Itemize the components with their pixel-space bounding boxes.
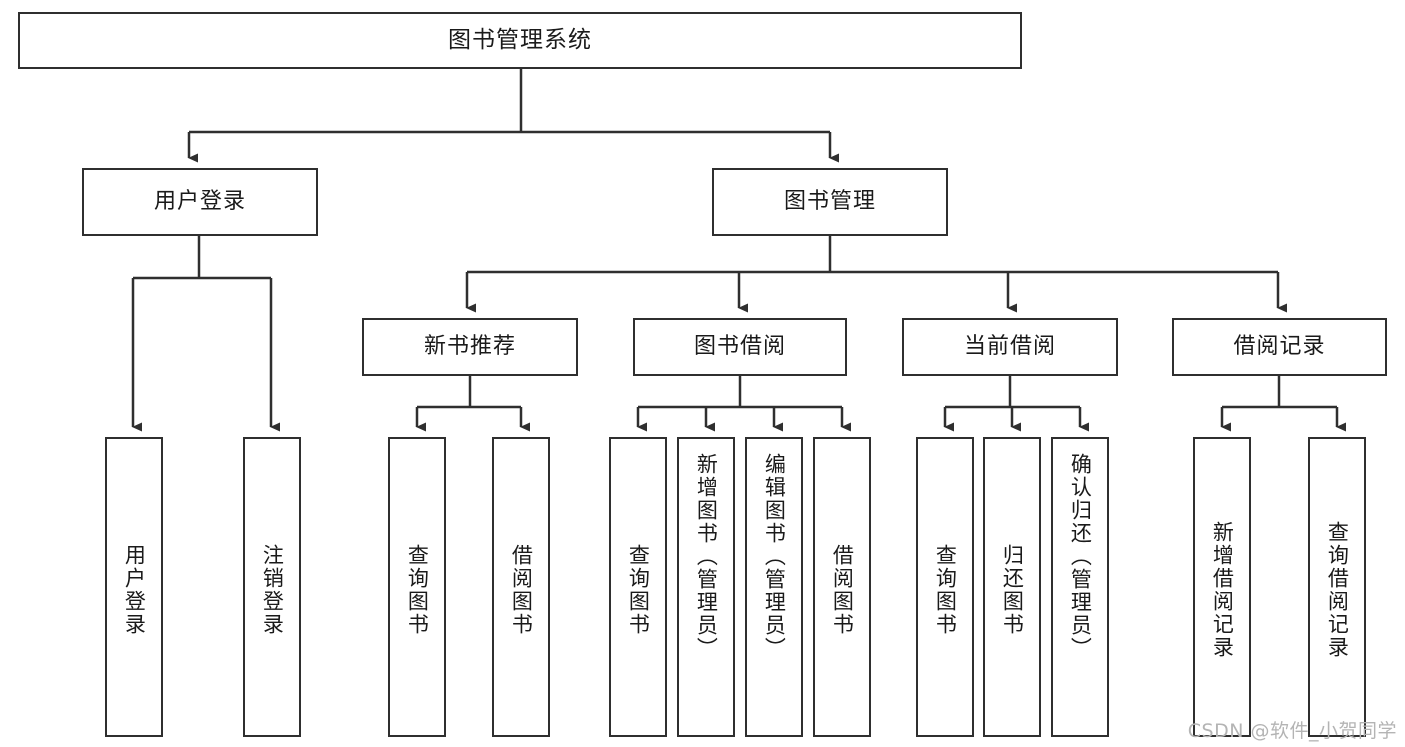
- node-label: 借阅图书: [509, 544, 534, 636]
- leaf-new-book-query-book[interactable]: 查询图书: [388, 437, 446, 737]
- node-label: 查询图书: [626, 544, 651, 636]
- leaf-book-borrow-edit-book-admin[interactable]: 编辑图书（管理员）: [745, 437, 803, 737]
- node-label: 新书推荐: [423, 333, 516, 359]
- watermark-text: CSDN @软件_小贺同学: [1187, 720, 1397, 742]
- node-label: 编辑图书（管理员）: [762, 453, 787, 660]
- node-label: 查询图书: [405, 544, 430, 636]
- node-label: 借阅记录: [1233, 333, 1326, 359]
- node-label: 归还图书: [1000, 544, 1025, 636]
- leaf-current-borrow-return-book[interactable]: 归还图书: [983, 437, 1041, 737]
- leaf-book-borrow-add-book-admin[interactable]: 新增图书（管理员）: [677, 437, 735, 737]
- node-label: 图书管理系统: [448, 26, 592, 53]
- leaf-book-borrow-query-book[interactable]: 查询图书: [609, 437, 667, 737]
- node-user-login[interactable]: 用户登录: [82, 168, 318, 236]
- leaf-user-login-logout[interactable]: 注销登录: [243, 437, 301, 737]
- node-label: 图书借阅: [693, 333, 786, 359]
- node-book-borrow[interactable]: 图书借阅: [633, 318, 847, 376]
- node-label: 用户登录: [153, 188, 246, 214]
- leaf-borrow-record-query-record[interactable]: 查询借阅记录: [1308, 437, 1366, 737]
- node-label: 图书管理: [783, 188, 876, 214]
- leaf-new-book-borrow-book[interactable]: 借阅图书: [492, 437, 550, 737]
- node-label: 新增借阅记录: [1210, 521, 1235, 659]
- leaf-borrow-record-add-record[interactable]: 新增借阅记录: [1193, 437, 1251, 737]
- node-label: 查询图书: [933, 544, 958, 636]
- node-book-management[interactable]: 图书管理: [712, 168, 948, 236]
- node-label: 确认归还（管理员）: [1068, 453, 1093, 660]
- node-new-book-recommend[interactable]: 新书推荐: [362, 318, 578, 376]
- node-label: 当前借阅: [963, 333, 1056, 359]
- node-borrow-record[interactable]: 借阅记录: [1172, 318, 1387, 376]
- leaf-current-borrow-confirm-return-admin[interactable]: 确认归还（管理员）: [1051, 437, 1109, 737]
- node-label: 用户登录: [122, 544, 147, 636]
- leaf-user-login-login[interactable]: 用户登录: [105, 437, 163, 737]
- node-label: 借阅图书: [830, 544, 855, 636]
- node-root-book-management-system[interactable]: 图书管理系统: [18, 12, 1022, 69]
- node-label: 查询借阅记录: [1325, 521, 1350, 659]
- node-current-borrow[interactable]: 当前借阅: [902, 318, 1118, 376]
- node-label: 注销登录: [260, 544, 285, 636]
- leaf-current-borrow-query-book[interactable]: 查询图书: [916, 437, 974, 737]
- leaf-book-borrow-borrow-book[interactable]: 借阅图书: [813, 437, 871, 737]
- node-label: 新增图书（管理员）: [694, 453, 719, 660]
